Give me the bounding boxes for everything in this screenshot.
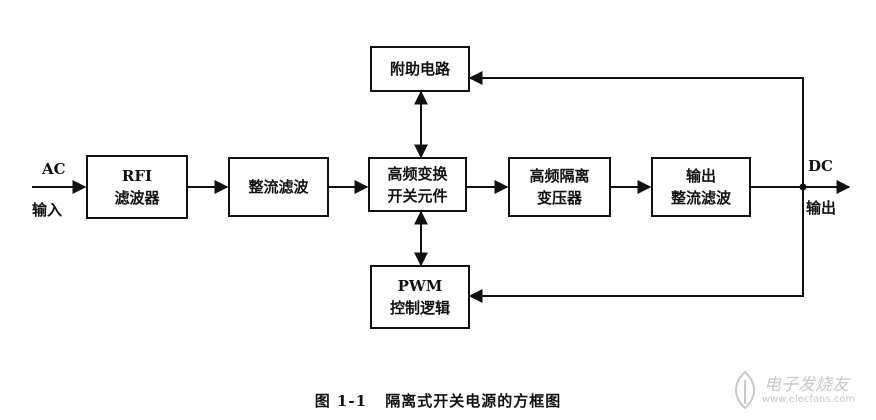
watermark-logo-icon [735, 370, 755, 410]
input-label: 输入 [32, 201, 63, 219]
hf-transformer-line-1: 高频隔离 [529, 167, 590, 185]
hf-transformer-block: 高频隔离 变压器 [508, 157, 611, 217]
auxiliary-circuit-block: 附助电路 [370, 46, 470, 92]
hf-switch-line-2: 开关元件 [387, 186, 448, 205]
pwm-control-block: PWM 控制逻辑 [370, 265, 470, 329]
auxiliary-circuit-line-1: 附助电路 [389, 60, 450, 78]
figure-number: 图 1-1 [314, 392, 368, 410]
output-junction-dot [799, 183, 807, 191]
hf-switch-block: 高频变换 开关元件 [368, 157, 467, 212]
output-dc-label: DC [808, 157, 833, 175]
rfi-filter-line-1: RFI [121, 167, 153, 185]
rfi-filter-line-2: 滤波器 [114, 189, 160, 207]
feedback-to-aux-line [468, 71, 804, 187]
rectifier-filter-line-1: 整流滤波 [248, 178, 309, 196]
pwm-control-line-1: PWM [397, 277, 443, 295]
rectifier-filter-block: 整流滤波 [228, 157, 329, 217]
figure-title: 隔离式开关电源的方框图 [385, 392, 562, 410]
watermark: 电子发烧友 www.elecfans.com [724, 368, 870, 414]
watermark-name: 电子发烧友 [764, 375, 849, 395]
figure-caption: 图 1-1 隔离式开关电源的方框图 [0, 390, 876, 411]
output-rectifier-block: 输出 整流滤波 [651, 157, 751, 217]
hf-transformer-line-2: 变压器 [536, 189, 582, 207]
watermark-url: www.elecfans.com [762, 394, 856, 405]
output-rectifier-line-2: 整流滤波 [670, 189, 731, 207]
feedback-to-pwm-line [468, 187, 804, 303]
hf-switch-line-1: 高频变换 [387, 164, 448, 183]
output-label: 输出 [806, 199, 837, 217]
pwm-control-line-2: 控制逻辑 [389, 299, 450, 317]
input-ac-label: AC [42, 160, 66, 178]
rfi-filter-block: RFI 滤波器 [86, 155, 188, 219]
output-rectifier-line-1: 输出 [685, 167, 716, 185]
